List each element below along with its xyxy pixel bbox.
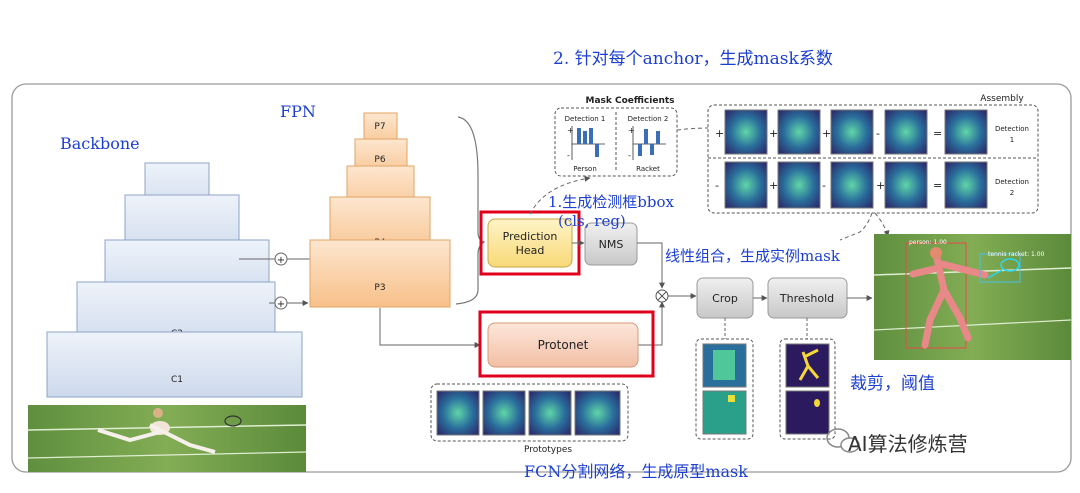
person-coef-label: Person (573, 165, 597, 173)
backbone-title: Backbone (60, 134, 140, 153)
svg-text:-: - (628, 151, 631, 160)
annotation-step2: 2. 针对每个anchor，生成mask系数 (553, 49, 833, 69)
mask-coefficients-title: Mask Coefficients (585, 96, 674, 106)
assembly-op: - (876, 127, 880, 140)
mask-coefficients-panel: Detection 1 Detection 2 + - + - Person R… (554, 107, 678, 177)
assembly-op: + (769, 127, 778, 140)
crop-node: Crop (696, 277, 754, 319)
level-label-p3: P3 (374, 283, 385, 293)
prediction-head-label-line2: Head (516, 244, 545, 257)
assembly-op: - (822, 179, 826, 192)
level-label-c1: C1 (171, 375, 183, 385)
annotation-fcn: FCN分割网络，生成原型mask (524, 462, 748, 481)
annotation-step1-line1: 1.生成检测框bbox (548, 193, 675, 211)
svg-text:-: - (567, 151, 570, 160)
protonet-node: Protonet (478, 310, 655, 378)
fpn-pyramid: P7 P6 P5 P4 P3 (309, 112, 451, 308)
watermark-text: AI算法修炼营 (848, 432, 968, 456)
detection2-coef-bars: + - (628, 126, 666, 160)
person-detection-tag: person: 1.00 (909, 239, 947, 246)
assembly-op: = (933, 127, 942, 140)
racket-detection-tag: tennis racket: 1.00 (988, 251, 1045, 258)
prototype-map (574, 390, 621, 436)
assembly-title: Assembly (980, 94, 1024, 104)
detection1-coef-bars: + - (567, 126, 605, 160)
assembly-op: + (769, 179, 778, 192)
prototypes-label: Prototypes (524, 445, 572, 455)
fpn-level-p3: P3 (309, 239, 451, 308)
assembly-op: + (876, 179, 885, 192)
prediction-head-label-line1: Prediction (503, 230, 558, 243)
assembly-op: + (822, 127, 831, 140)
assembly-detection2-label-a: Detection (995, 178, 1029, 186)
threshold-label: Threshold (779, 292, 834, 305)
svg-text:+: + (277, 299, 285, 310)
annotation-crop-threshold: 裁剪，阈值 (850, 374, 935, 394)
annotation-linear-combination: 线性组合，生成实例mask (665, 247, 841, 265)
assembly-row-2: - + - + = Detection 2 (715, 161, 1029, 209)
threshold-results-panel (779, 338, 836, 440)
protonet-label: Protonet (538, 338, 589, 352)
linear-combination-operator (655, 289, 669, 303)
input-image (27, 405, 307, 472)
prototype-map (436, 390, 480, 436)
fpn-title: FPN (280, 102, 316, 121)
nms-label: NMS (599, 238, 624, 251)
detection1-coef-label: Detection 1 (565, 115, 606, 123)
crop-results-panel (695, 338, 754, 440)
assembly-panel: + + + - = Detection 1 - + - + = Detectio… (707, 104, 1039, 214)
assembly-row-1: + + + - = Detection 1 (715, 109, 1029, 155)
output-image: person: 1.00 tennis racket: 1.00 (873, 234, 1072, 360)
backbone-pyramid: C5 C4 C3 C2 C1 (46, 162, 303, 398)
crop-label: Crop (712, 292, 738, 305)
svg-text:+: + (628, 126, 635, 135)
racket-coef-label: Racket (636, 165, 660, 173)
prototype-map (482, 390, 526, 436)
prototypes-panel (430, 383, 629, 442)
svg-text:+: + (277, 255, 285, 266)
assembly-op: + (715, 127, 724, 140)
backbone-level-c1: C1 (46, 331, 303, 398)
level-label-p7: P7 (374, 122, 385, 132)
annotation-step1-line2: (cls, reg) (558, 212, 626, 230)
assembly-detection1-label-a: Detection (995, 125, 1029, 133)
svg-text:+: + (567, 126, 574, 135)
level-label-p6: P6 (374, 155, 385, 165)
assembly-detection2-label-b: 2 (1010, 189, 1014, 197)
prototype-map (528, 390, 572, 436)
assembly-op: - (715, 179, 719, 192)
detection2-coef-label: Detection 2 (628, 115, 669, 123)
nms-node: NMS (584, 222, 638, 266)
threshold-node: Threshold (767, 277, 848, 319)
assembly-op: = (933, 179, 942, 192)
assembly-detection1-label-b: 1 (1010, 136, 1014, 144)
wechat-logo-icon (826, 428, 860, 453)
